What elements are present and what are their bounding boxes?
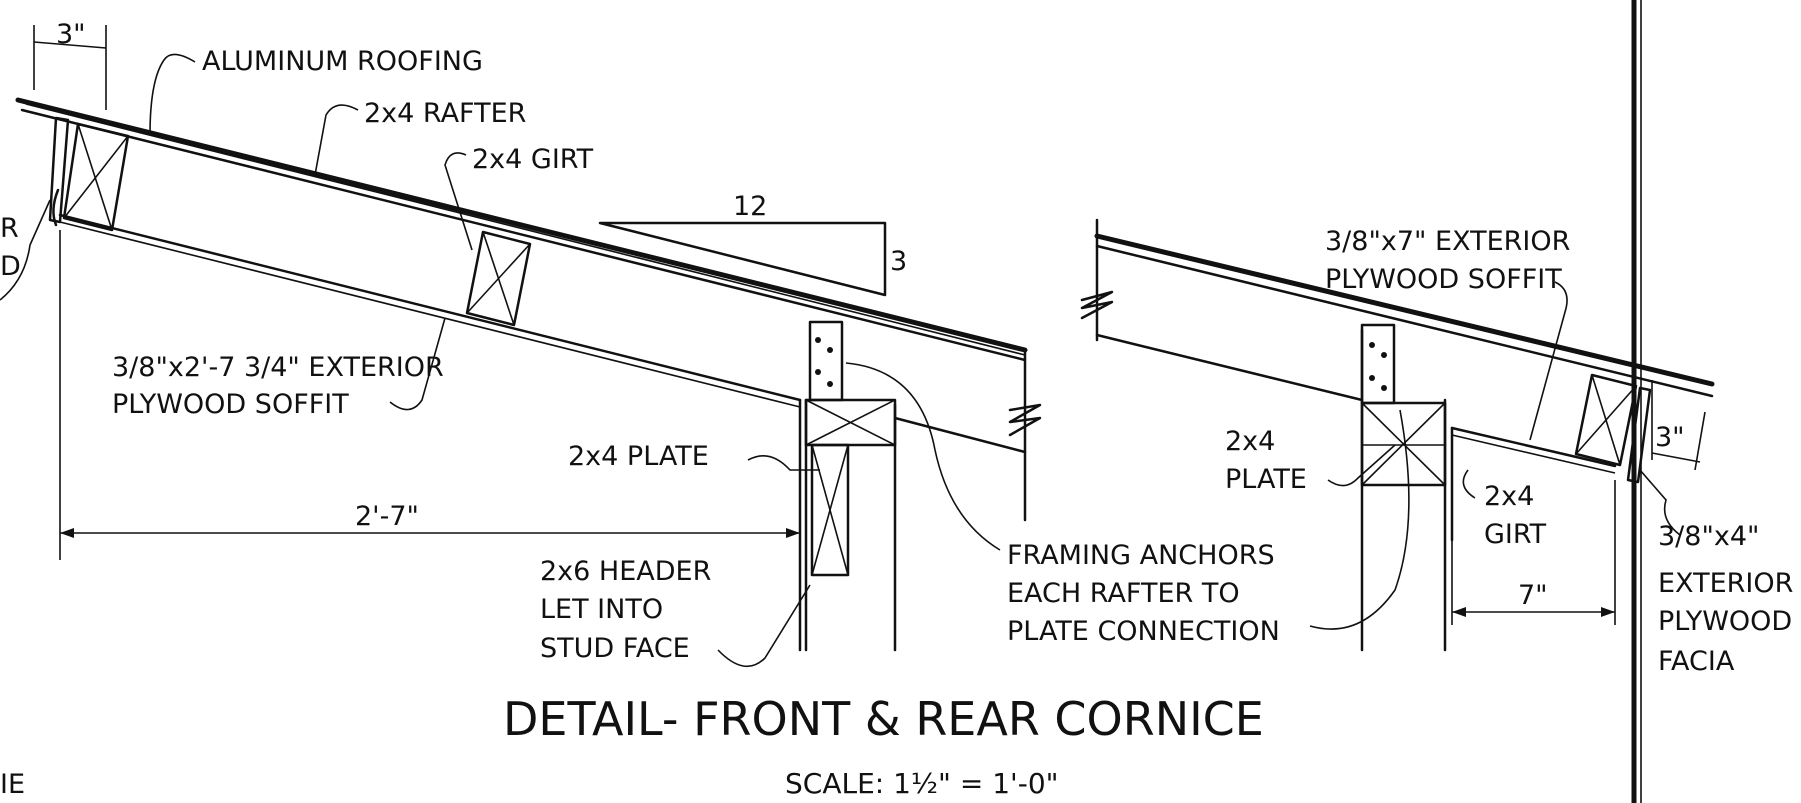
fascia-trim: [52, 188, 60, 227]
edge-label: D: [0, 251, 21, 282]
break-symbol: [1008, 403, 1042, 437]
soffit-label-line2: PLYWOOD SOFFIT: [112, 389, 349, 420]
right-cornice-detail: [1080, 218, 1715, 652]
right-soffit-label-line2: PLYWOOD SOFFIT: [1325, 264, 1562, 295]
framing-anchor: [1360, 323, 1396, 405]
plate-leader: [747, 454, 820, 471]
edge-label: R: [0, 213, 19, 244]
right-labels: 3/8"x7" EXTERIOR PLYWOOD SOFFIT 2x4 PLAT…: [1225, 226, 1793, 677]
top-plate: [804, 398, 897, 447]
aluminum-roofing-line: [1094, 233, 1715, 387]
right-girt-label-line2: GIRT: [1484, 519, 1547, 550]
dim-arrow: [60, 528, 74, 538]
header-label-line3: STUD FACE: [540, 633, 690, 664]
girt-label: 2x4 GIRT: [472, 144, 594, 175]
facia-label-line1: 3/8"x4": [1658, 521, 1759, 552]
anchor-nail: [1381, 352, 1387, 358]
slope-run-label: 12: [733, 191, 767, 222]
girt-x: [466, 243, 531, 314]
aluminum-roofing-label: ALUMINUM ROOFING: [202, 46, 483, 77]
plate-label: 2x4 PLATE: [568, 441, 709, 472]
soffit-leader: [389, 317, 446, 411]
anchor-nail: [1369, 342, 1375, 348]
left-cornice-detail: [0, 25, 1042, 668]
top-plate: [1360, 401, 1447, 487]
edge-leader: [0, 199, 51, 301]
girt-leader: [444, 152, 473, 251]
anchor-label-line3: PLATE CONNECTION: [1007, 616, 1280, 647]
header-leader: [717, 584, 811, 668]
span-dimension: 2'-7": [355, 501, 419, 532]
anchor-label-line2: EACH RAFTER TO: [1007, 578, 1240, 609]
soffit-label-line1: 3/8"x2'-7 3/4" EXTERIOR: [112, 352, 444, 383]
plate-leader: [1327, 444, 1396, 487]
corner-label: IE: [0, 769, 25, 800]
dim-line: [1651, 452, 1701, 463]
soffit-line-inner: [59, 221, 801, 408]
rafter-bottom-line: [893, 416, 1027, 454]
anchor-leader-right: [1309, 409, 1410, 630]
soffit-leader: [1529, 281, 1568, 441]
right-plate-label-line1: 2x4: [1225, 426, 1275, 457]
facia-label-line2: EXTERIOR: [1658, 568, 1793, 599]
plate-x: [1361, 402, 1446, 486]
dim-line: [33, 41, 107, 49]
aluminum-roofing-line: [15, 97, 1028, 353]
slope-triangle: [598, 221, 887, 297]
dim-arrow: [1601, 607, 1615, 617]
rafter-bottom-line: [1095, 333, 1364, 402]
right-soffit-label-line1: 3/8"x7" EXTERIOR: [1325, 226, 1570, 257]
anchor-label-line1: FRAMING ANCHORS: [1007, 540, 1275, 571]
dim-arrow: [786, 528, 800, 538]
overhang-dimension: 3": [56, 19, 86, 50]
anchor-nail: [815, 369, 821, 375]
header-x: [811, 444, 849, 576]
anchor-nail: [1381, 385, 1387, 391]
header-label-line2: LET INTO: [540, 594, 663, 625]
facia-label-line4: FACIA: [1658, 646, 1735, 677]
header-block: [810, 443, 850, 577]
drawing-scale: SCALE: 1½" = 1'-0": [785, 767, 1059, 800]
girt-leader: [1462, 469, 1476, 499]
framing-anchor: [808, 320, 844, 402]
anchor-nail: [815, 337, 821, 343]
anchor-leader-left: [845, 362, 1001, 551]
soffit-line-inner: [1451, 434, 1616, 474]
plate-x: [805, 399, 896, 446]
rafter-top-line: [20, 108, 1027, 362]
rafter-label: 2x4 RAFTER: [364, 98, 526, 129]
rafter-leader: [314, 104, 359, 176]
dim-3-label: 3": [1655, 422, 1685, 453]
outlooker-x: [1575, 385, 1637, 455]
dim-7-label: 7": [1518, 580, 1548, 611]
anchor-nail: [1369, 375, 1375, 381]
rafter-top-line: [1095, 244, 1714, 398]
roofing-inner-line: [25, 103, 1026, 356]
fascia-board: [48, 116, 70, 224]
soffit-line: [1450, 426, 1617, 468]
soffit-line: [58, 213, 802, 402]
right-girt-label-line1: 2x4: [1484, 481, 1534, 512]
left-labels: 3" ALUMINUM ROOFING 2x4 RAFTER 2x4 GIRT …: [0, 19, 907, 664]
break-symbol: [1080, 290, 1114, 320]
outlooker-x: [63, 135, 129, 219]
anchor-nail: [827, 381, 833, 387]
facia-leader: [1639, 469, 1681, 536]
slope-rise-label: 3: [890, 246, 907, 277]
dim-arrow: [1452, 607, 1466, 617]
drawing-title: DETAIL- FRONT & REAR CORNICE: [503, 692, 1264, 746]
roofing-leader: [149, 53, 196, 136]
anchor-nail: [827, 347, 833, 353]
dim-extension: [1694, 411, 1706, 471]
facia-label-line3: PLYWOOD: [1658, 606, 1792, 637]
fascia-board: [1626, 386, 1652, 484]
anchor-labels: FRAMING ANCHORS EACH RAFTER TO PLATE CON…: [1007, 540, 1280, 647]
right-plate-label-line2: PLATE: [1225, 464, 1307, 495]
header-label-line1: 2x6 HEADER: [540, 556, 711, 587]
